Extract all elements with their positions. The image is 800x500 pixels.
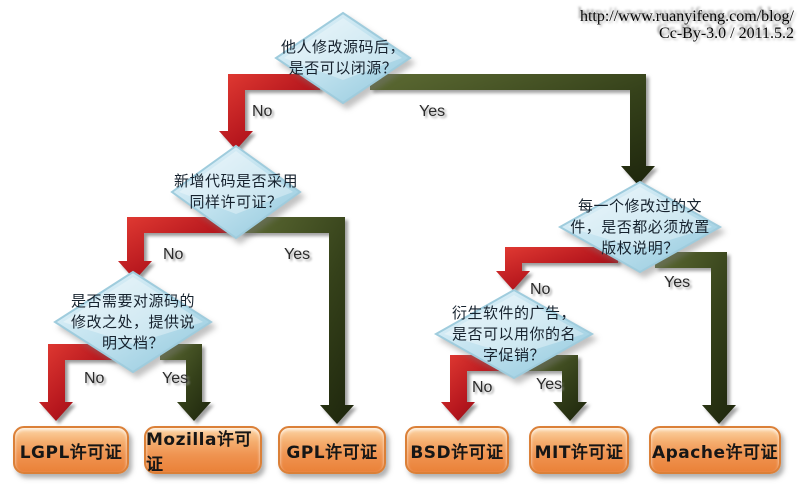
edge-label-yes: Yes	[162, 370, 189, 387]
decision-node-same-license	[170, 144, 302, 240]
edge-arrow-no-promotion-to-bsd	[441, 355, 505, 421]
diamond-gloss	[568, 187, 712, 249]
edge-arrow-yes-document-to-mozilla	[160, 344, 211, 421]
edge-label-no: No	[84, 370, 105, 387]
edge-label-no: No	[252, 103, 273, 120]
edge-arrow-yes-promotion-to-mit	[520, 355, 587, 421]
edge-arrow-no-document-to-lgpl	[39, 344, 115, 421]
edge-label-yes: Yes	[664, 274, 691, 291]
edge-label-yes: Yes	[419, 103, 446, 120]
diamond-gloss	[444, 295, 584, 356]
edge-label-no: No	[530, 281, 551, 298]
decision-text-copyright-notice: 每一个修改过的文 件，是否都必须放置 版权说明？	[570, 197, 710, 257]
decision-text-document-changes: 是否需要对源码的 修改之处，提供说 明文档？	[70, 292, 195, 352]
edge-label-yes: Yes	[284, 246, 311, 263]
diamond-gloss	[284, 18, 402, 80]
edge-arrow-yes-copyright-to-apache	[655, 252, 736, 424]
decision-text-closed-source: 他人修改源码后， 是否可以闭源？	[280, 38, 405, 77]
diamond-gloss	[179, 151, 293, 214]
edge-arrow-yes-closed-to-copyright	[370, 74, 655, 185]
license-box-bsd: BSD许可证	[405, 426, 509, 474]
decision-node-name-promotion	[433, 288, 595, 380]
license-box-mit: MIT许可证	[529, 426, 629, 474]
decision-node-document-changes	[53, 270, 213, 374]
license-box-gpl: GPL许可证	[278, 426, 386, 474]
edge-label-no: No	[163, 246, 184, 263]
decision-text-name-promotion: 衍生软件的广告， 是否可以用你的名 字促销？	[451, 304, 576, 364]
edge-label-yes: Yes	[536, 376, 563, 393]
decision-text-same-license: 新增代码是否采用 同样许可证？	[173, 172, 298, 211]
edge-label-no: No	[472, 379, 493, 396]
edge-arrow-no-samelicense-to-document	[118, 217, 235, 280]
edge-arrow-yes-samelicense-to-gpl	[240, 217, 354, 424]
license-box-apache: Apache许可证	[649, 426, 781, 474]
diamond-gloss	[63, 277, 203, 344]
license-box-lgpl: LGPL许可证	[13, 426, 129, 474]
decision-node-copyright-notice	[557, 180, 723, 274]
edge-arrow-no-closed-to-samelicense	[219, 74, 320, 150]
credit-license: Cc-By-3.0 / 2011.5.2	[659, 25, 794, 42]
edge-arrow-no-copyright-to-promotion	[496, 247, 618, 290]
decision-node-closed-source	[274, 11, 412, 105]
credit-url: http://www.ruanyifeng.com/blog/	[579, 8, 794, 25]
license-box-mozilla: Mozilla许可证	[144, 426, 262, 475]
credit-block: http://www.ruanyifeng.com/blog/ Cc-By-3.…	[580, 8, 794, 42]
